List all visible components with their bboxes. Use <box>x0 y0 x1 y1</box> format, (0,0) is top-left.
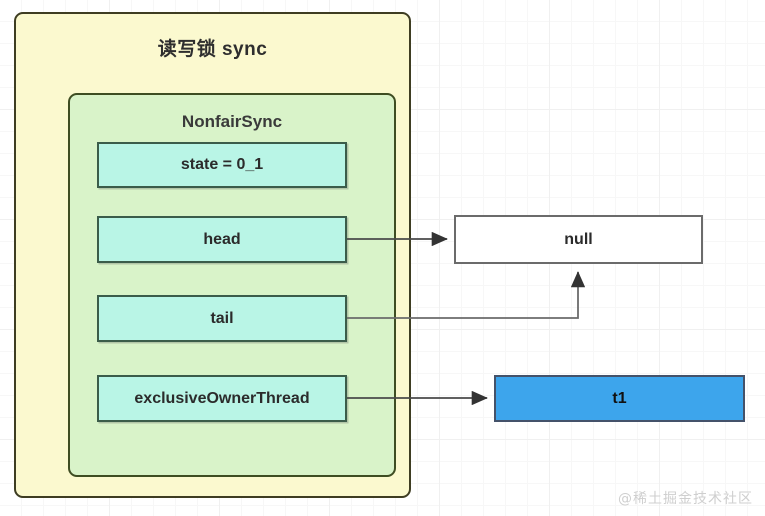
node-t1[interactable]: t1 <box>494 375 745 422</box>
field-head[interactable]: head <box>97 216 347 263</box>
watermark-text: @稀土掘金技术社区 <box>618 491 753 507</box>
node-null[interactable]: null <box>454 215 703 264</box>
field-state[interactable]: state = 0_1 <box>97 142 347 188</box>
field-exclusive-owner-thread[interactable]: exclusiveOwnerThread <box>97 375 347 422</box>
nonfair-sync-title: NonfairSync <box>181 112 283 131</box>
sync-title: 读写锁 sync <box>157 39 268 60</box>
field-tail[interactable]: tail <box>97 295 347 342</box>
